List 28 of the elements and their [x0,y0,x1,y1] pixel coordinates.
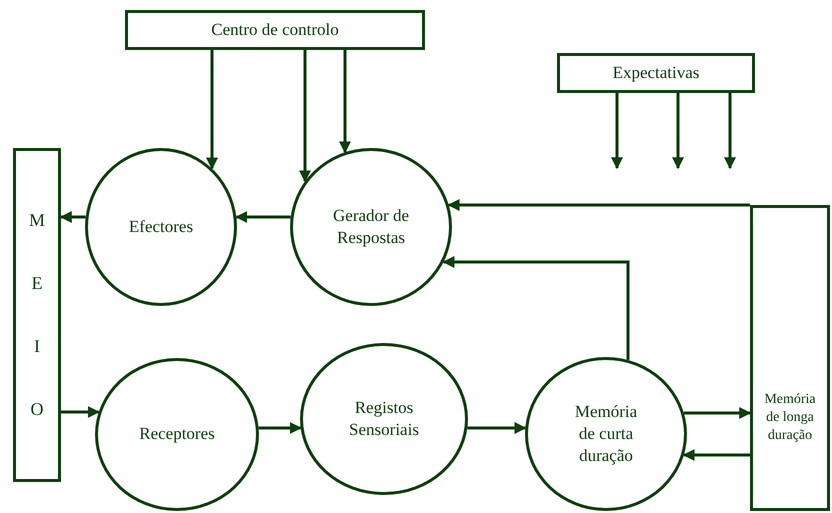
arrow [442,256,630,360]
arrow [672,93,684,170]
node-label: Gerador de Respostas [332,204,410,249]
control-box [125,10,425,50]
arrow [339,50,351,154]
arrow [258,422,302,434]
node-label: Expectativas [612,62,700,84]
arrow [684,407,752,419]
arrow [724,93,736,170]
environment-bar [13,148,61,482]
arrow [60,211,86,223]
input-box [557,53,755,93]
node-label: Efectores [128,216,194,238]
arrow [448,199,752,211]
arrow [61,406,100,418]
node-label: Centro de controlo [211,18,339,41]
arrow [206,50,218,170]
arrow [299,50,311,182]
node-label: Memória de curta duração [574,400,638,468]
memory-box [750,205,830,511]
node-label: Receptores [139,423,215,446]
arrow [467,422,526,434]
arrow [611,93,623,170]
arrow [682,449,750,461]
node-label: Memória de longa duração [763,390,817,446]
arrow [235,211,291,223]
node-label: Registos Sensoriais [348,396,420,441]
node-label: MEIO [28,209,45,421]
